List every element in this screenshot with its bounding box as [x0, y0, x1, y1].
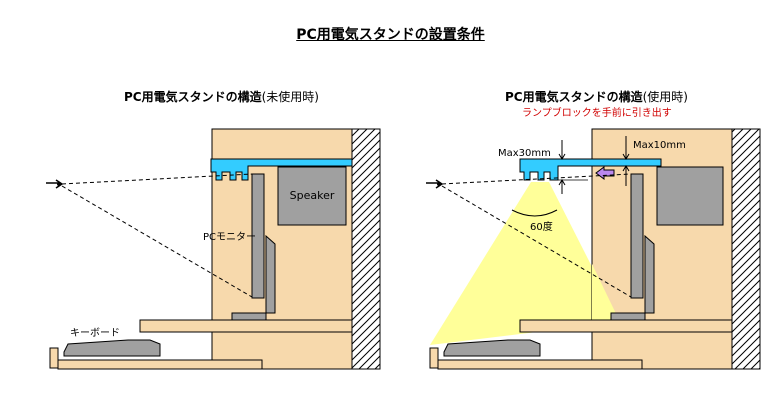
left-tray-lip: [49, 347, 59, 369]
monitor-label: PCモニター: [203, 231, 256, 243]
max10-arrow-down: [622, 153, 630, 160]
left-eye-pupil: [57, 182, 61, 186]
right-monitor: [630, 173, 644, 299]
left-wall: [351, 128, 381, 370]
left-sightline-top: [61, 173, 253, 185]
max10-label: Max10mm: [633, 140, 686, 151]
right-sightline-top: [441, 173, 632, 185]
right-keyboard: [443, 339, 541, 357]
keyboard-label: キーボード: [70, 327, 120, 339]
right-heading-main: PC用電気スタンドの構造: [505, 90, 643, 104]
right-panel-heading: PC用電気スタンドの構造(使用時): [505, 88, 688, 105]
right-wall: [731, 128, 761, 370]
angle-label: 60度: [530, 220, 553, 233]
pull-lamp-note: ランプブロックを手前に引き出す: [522, 108, 672, 119]
left-diagram: Speaker キーボード PCモニター: [46, 128, 381, 370]
left-desk-shelf: [139, 319, 353, 333]
right-eye-pupil: [437, 182, 441, 186]
page-title: PC用電気スタンドの設置条件: [296, 27, 485, 43]
speaker-label: Speaker: [290, 189, 335, 202]
angle-arc: [511, 209, 558, 217]
left-heading-sub: (未使用時): [261, 90, 319, 104]
pull-arrow-icon: [595, 166, 615, 180]
left-panel-heading: PC用電気スタンドの構造(未使用時): [124, 88, 319, 105]
right-speaker-box: [656, 166, 724, 226]
max30-label: Max30mm: [498, 148, 551, 159]
max10-arrow-up: [622, 165, 630, 172]
right-keyboard-tray: [437, 359, 643, 370]
left-heading-main: PC用電気スタンドの構造: [124, 90, 262, 104]
left-monitor: [251, 173, 265, 299]
right-diagram: 60度 Max30mm Max10mm: [426, 128, 761, 370]
left-keyboard-tray: [57, 359, 263, 370]
light-cone: [430, 182, 620, 345]
speaker-box: [277, 166, 347, 226]
right-tray-lip: [429, 347, 439, 369]
right-lamp-block: [519, 158, 662, 181]
right-heading-sub: (使用時): [642, 90, 688, 104]
left-keyboard: [63, 339, 161, 357]
light-cone-overlap: [592, 264, 620, 326]
max30-arrow-down: [558, 153, 566, 160]
right-sightline-bottom: [441, 185, 632, 298]
right-desk-shelf: [519, 319, 733, 333]
left-sightline-bottom: [61, 185, 253, 298]
